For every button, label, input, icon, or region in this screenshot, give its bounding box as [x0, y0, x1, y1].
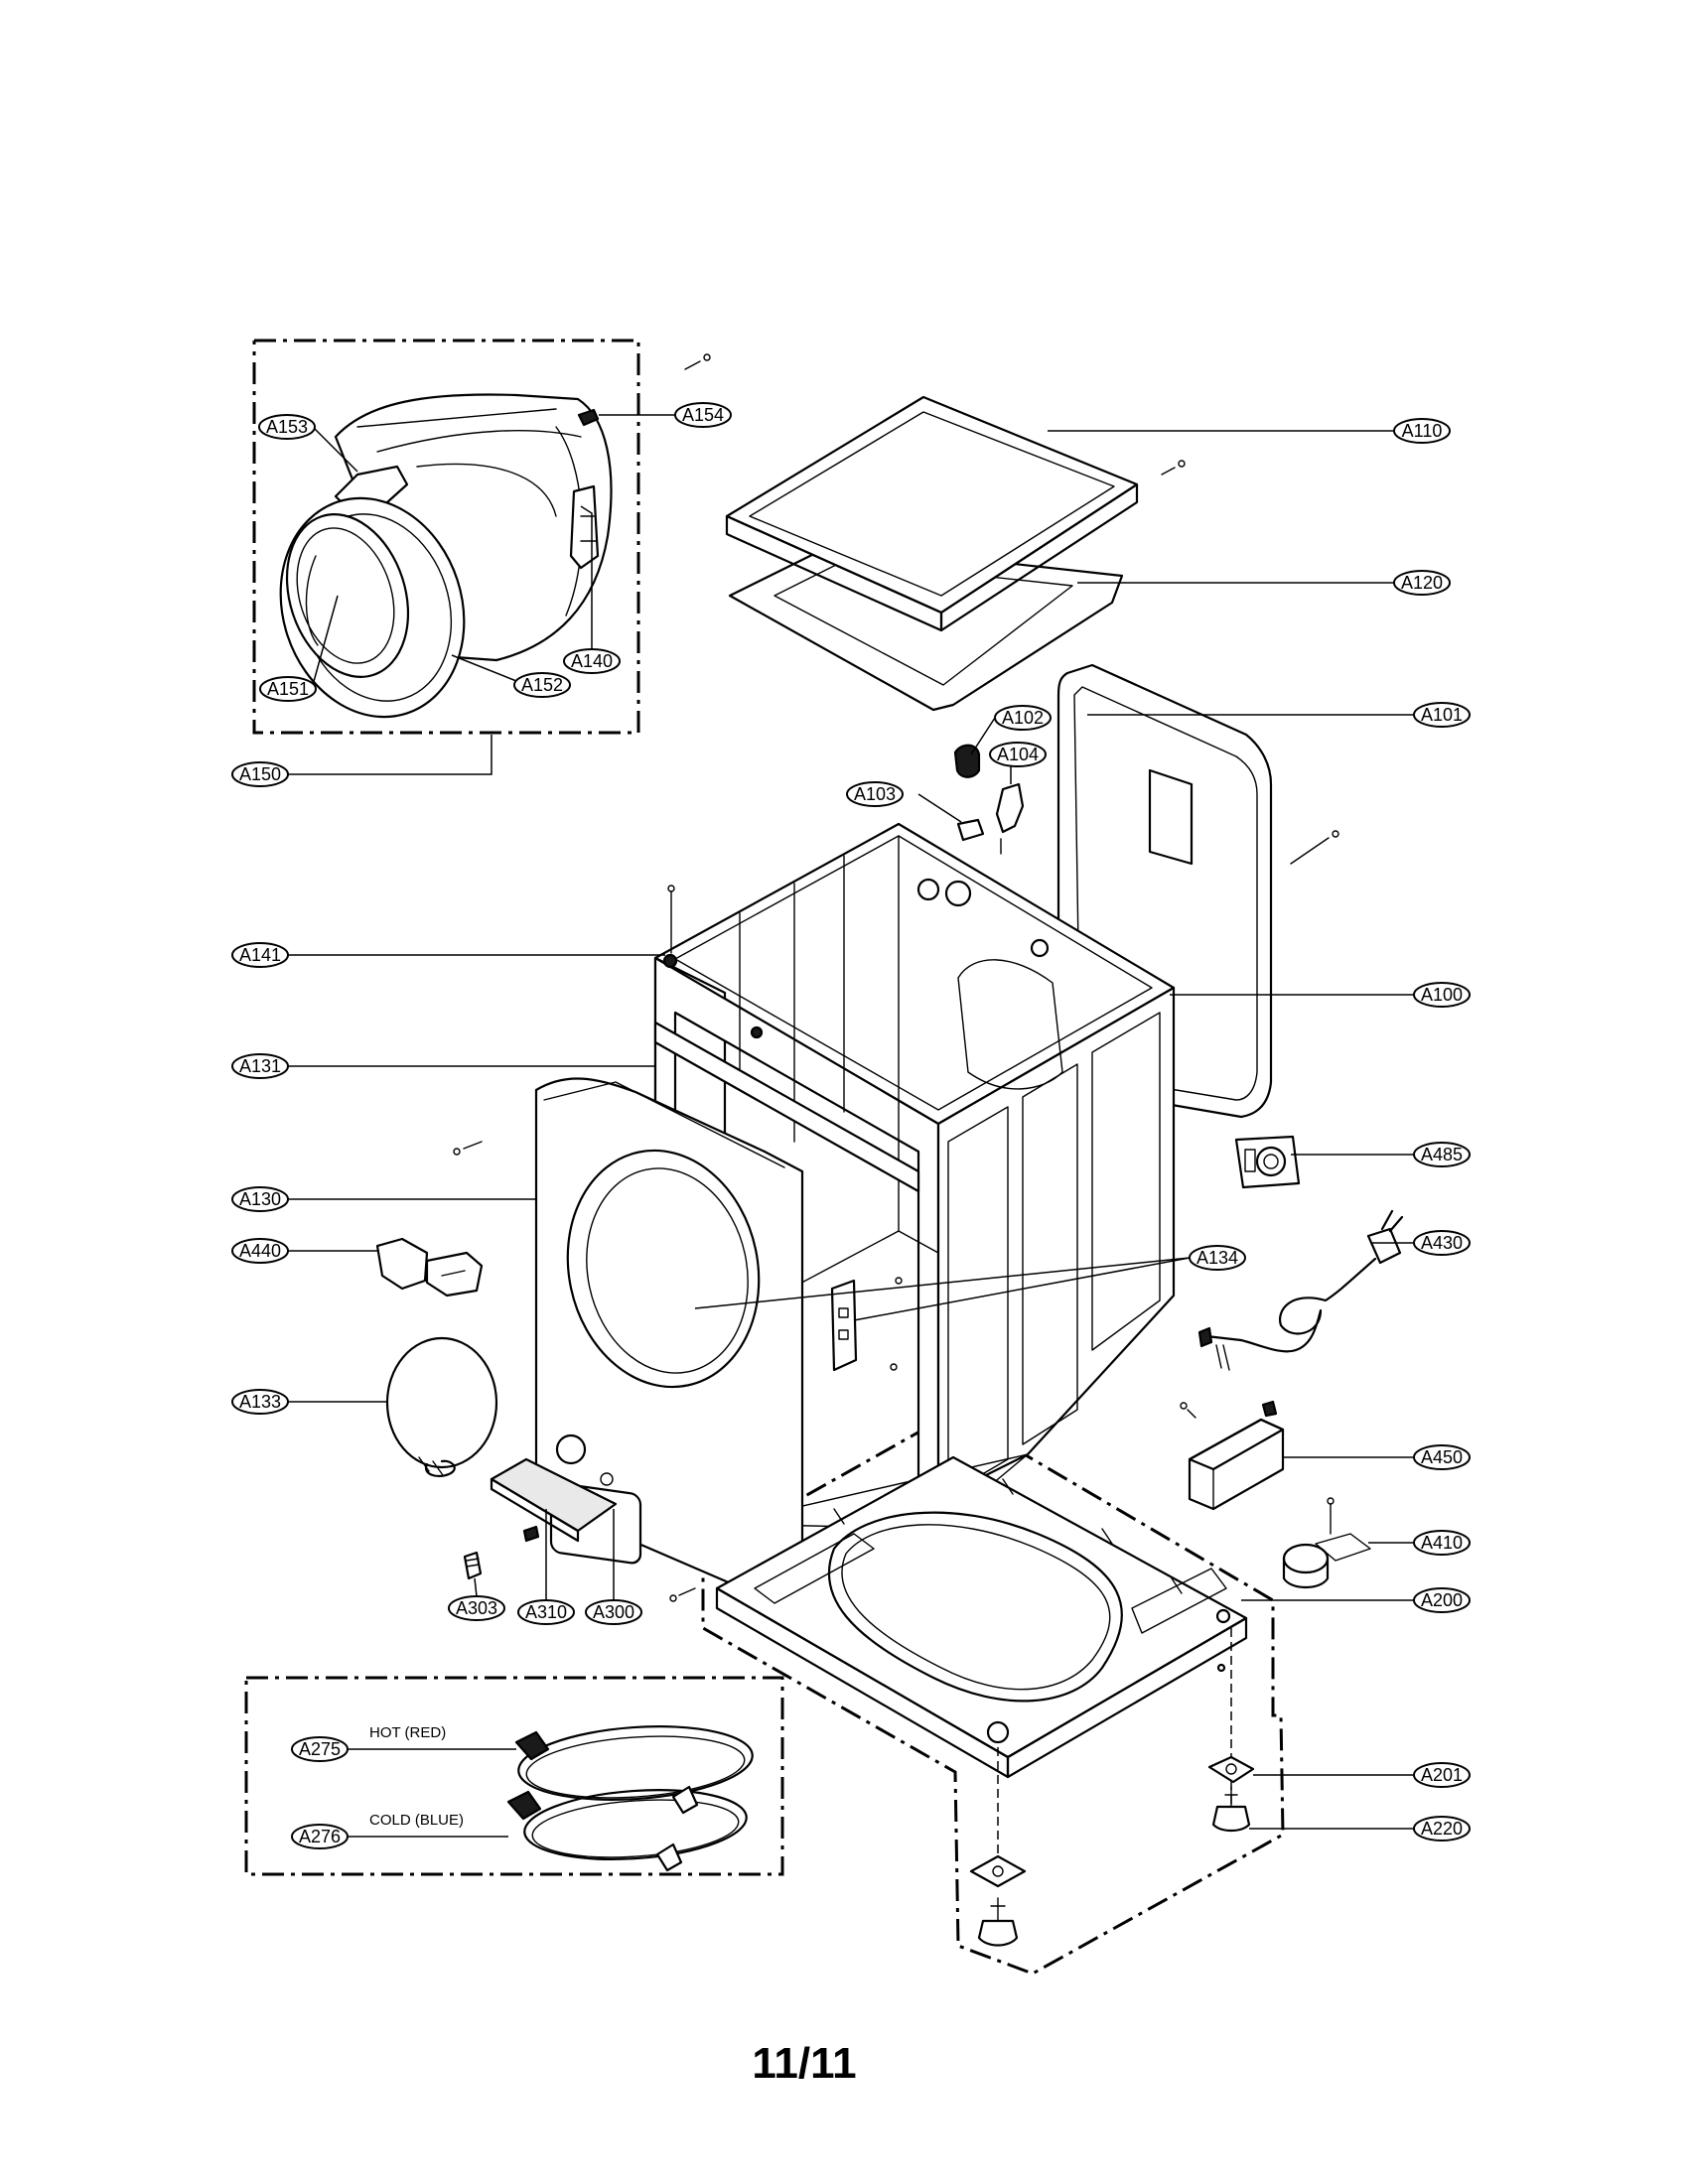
- noise-filter: [1234, 1135, 1301, 1189]
- callout-a110: A110: [1393, 418, 1451, 444]
- svg-text:A450: A450: [1421, 1447, 1463, 1467]
- power-cord: [1197, 1209, 1404, 1371]
- callout-a310: A310: [517, 1599, 575, 1625]
- svg-text:A220: A220: [1421, 1819, 1463, 1839]
- callout-a100: A100: [1413, 982, 1471, 1008]
- svg-text:A150: A150: [239, 764, 281, 784]
- svg-text:A102: A102: [1002, 708, 1044, 728]
- door-assembly: [279, 353, 711, 719]
- callout-a152: A152: [513, 672, 571, 698]
- door-lock: [375, 1237, 484, 1297]
- callout-a410: A410: [1413, 1530, 1471, 1556]
- callout-a130: A130: [231, 1186, 289, 1212]
- svg-text:A130: A130: [239, 1189, 281, 1209]
- callout-a450: A450: [1413, 1444, 1471, 1470]
- svg-text:A275: A275: [299, 1739, 341, 1759]
- svg-text:A100: A100: [1421, 985, 1463, 1005]
- callout-a131: A131: [231, 1053, 289, 1079]
- svg-text:A303: A303: [456, 1598, 497, 1618]
- callout-a151: A151: [259, 676, 317, 702]
- inlet-hose-group-box: [244, 1676, 784, 1876]
- callout-a104: A104: [989, 742, 1047, 767]
- callout-a150: A150: [231, 761, 289, 787]
- dispenser-cover: [830, 1277, 903, 1372]
- callout-a141: A141: [231, 942, 289, 968]
- door-assembly-group-box: [252, 339, 640, 735]
- svg-text:A276: A276: [299, 1827, 341, 1846]
- svg-text:A104: A104: [997, 745, 1039, 764]
- callout-a485: A485: [1413, 1142, 1471, 1167]
- callout-a102: A102: [994, 705, 1052, 731]
- callout-a303: A303: [448, 1595, 505, 1621]
- callout-a200: A200: [1413, 1587, 1471, 1613]
- svg-text:A410: A410: [1421, 1533, 1463, 1553]
- svg-text:A201: A201: [1421, 1765, 1463, 1785]
- callout-a220: A220: [1413, 1816, 1471, 1842]
- callout-a154: A154: [674, 402, 732, 428]
- leader-lines: [288, 414, 1415, 1838]
- callout-a300: A300: [585, 1599, 642, 1625]
- svg-text:A154: A154: [682, 405, 724, 425]
- door-clamp-ring: [385, 1336, 498, 1478]
- svg-text:A140: A140: [571, 651, 613, 671]
- callout-a133: A133: [231, 1389, 289, 1415]
- base-group-box: [701, 1411, 1285, 1976]
- callout-a430: A430: [1413, 1230, 1471, 1256]
- inlet-hoses: [506, 1725, 754, 1872]
- callout-a201: A201: [1413, 1762, 1471, 1788]
- front-panel: [453, 1077, 804, 1607]
- svg-text:A152: A152: [521, 675, 563, 695]
- callout-a103: A103: [846, 781, 904, 807]
- callout-a101: A101: [1413, 702, 1471, 728]
- callout-a134: A134: [1189, 1245, 1246, 1271]
- pressure-switch: [1282, 1497, 1371, 1589]
- callout-a440: A440: [231, 1238, 289, 1264]
- callout-a276: A276: [291, 1824, 349, 1849]
- svg-text:A310: A310: [525, 1602, 567, 1622]
- pcb-assembly: [1180, 1400, 1285, 1511]
- callout-a153: A153: [258, 414, 316, 440]
- svg-text:A134: A134: [1196, 1248, 1238, 1268]
- svg-text:A200: A200: [1421, 1590, 1463, 1610]
- svg-text:A440: A440: [239, 1241, 281, 1261]
- svg-text:A131: A131: [239, 1056, 281, 1076]
- svg-text:A101: A101: [1421, 705, 1463, 725]
- small-front-parts: [463, 1525, 540, 1580]
- hot-hose-label: HOT (RED): [369, 1724, 446, 1741]
- svg-text:A133: A133: [239, 1392, 281, 1412]
- callout-a140: A140: [563, 648, 621, 674]
- svg-text:A110: A110: [1402, 421, 1443, 441]
- leveling-feet: [969, 1755, 1255, 1947]
- svg-text:A300: A300: [593, 1602, 634, 1622]
- svg-text:A120: A120: [1401, 573, 1443, 593]
- svg-text:A141: A141: [239, 945, 281, 965]
- svg-text:A151: A151: [267, 679, 309, 699]
- svg-text:A430: A430: [1421, 1233, 1463, 1253]
- page-number: 11/11: [752, 2039, 856, 2088]
- small-top-parts: [953, 744, 1025, 855]
- svg-text:A485: A485: [1421, 1145, 1463, 1164]
- callout-a120: A120: [1393, 570, 1451, 596]
- top-plate-assembly: [725, 395, 1186, 712]
- svg-text:A153: A153: [266, 417, 308, 437]
- callout-a275: A275: [291, 1736, 349, 1762]
- cold-hose-label: COLD (BLUE): [369, 1812, 464, 1829]
- svg-text:A103: A103: [854, 784, 896, 804]
